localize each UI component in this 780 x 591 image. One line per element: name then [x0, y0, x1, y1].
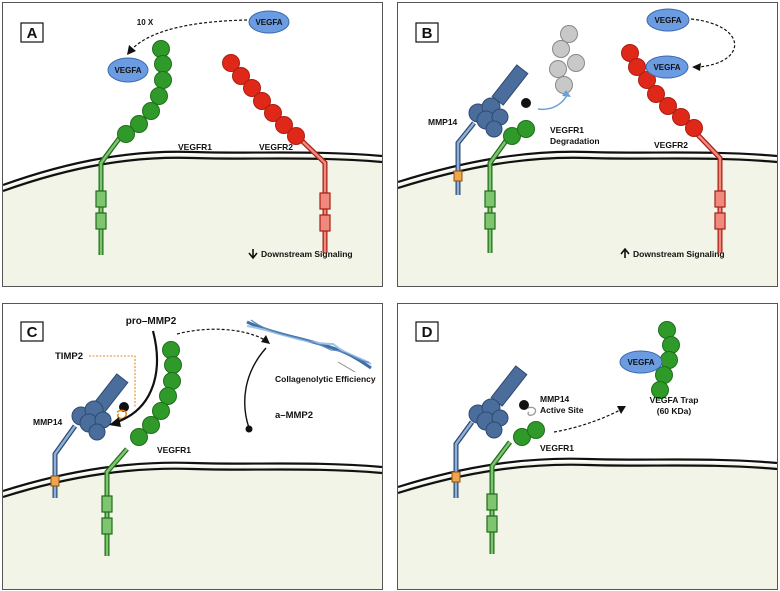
- mmp14-protein: [50, 373, 129, 498]
- vegfr1-domains: [130, 341, 182, 446]
- pro-mmp2-label: pro–MMP2: [126, 316, 177, 327]
- vegfa-bound-label: VEGFA: [653, 63, 680, 72]
- collagen-label: Collagenolytic Efficiency: [275, 374, 376, 384]
- a-mmp2-label: a–MMP2: [275, 410, 313, 421]
- a-mmp2-dot: [245, 425, 253, 433]
- panel-letter: D: [422, 324, 433, 341]
- panel-b: B MMP14 VEGFR1 Degradation: [397, 2, 778, 287]
- collagen-fiber-icon: [246, 319, 372, 370]
- vegfr2-label: VEGFR2: [654, 140, 688, 150]
- release-arrow: [553, 409, 621, 433]
- degradation-arrowhead: [562, 90, 571, 97]
- degradation-label-2: Degradation: [550, 136, 600, 146]
- active-site-label-2: Active Site: [540, 405, 584, 415]
- vegfa-label: VEGFA: [627, 358, 654, 367]
- vegfr2-label: VEGFR2: [259, 142, 293, 152]
- degraded-fragments: [549, 25, 585, 94]
- activation-arrowhead: [261, 335, 270, 344]
- vegfa-free-ellipse: [646, 8, 690, 32]
- vegfr2-receptor: [696, 133, 726, 253]
- vegfa-free-ellipse: [248, 10, 290, 34]
- binding-arrowhead: [692, 63, 701, 71]
- down-arrow-icon: [248, 249, 258, 260]
- membrane-outer-line: [398, 457, 777, 489]
- pro-mmp2-arrowhead: [109, 417, 121, 427]
- binding-arrow: [130, 19, 248, 51]
- vegfr1-receptor: [101, 447, 129, 556]
- binding-arrowhead: [127, 45, 136, 55]
- a-mmp2-pointer: [244, 347, 267, 429]
- binding-arrow: [690, 18, 736, 68]
- vegfa-free-label: VEGFA: [255, 18, 282, 27]
- vegfa-free-label: VEGFA: [654, 16, 681, 25]
- vegfr2-domains: [621, 44, 703, 137]
- mmp14-protein: [453, 64, 531, 195]
- vegfa-ellipse: [619, 350, 663, 374]
- membrane-inner-line: [3, 467, 382, 499]
- up-arrow-icon: [620, 247, 630, 258]
- release-arrowhead: [617, 406, 626, 414]
- vegfr1-domains: [117, 40, 172, 143]
- pro-mmp2-arrow: [116, 330, 159, 424]
- vegfr1-receptor: [95, 134, 124, 255]
- panel-d: D MMP14 Active Site VEGFR1 VEGFA VEGF: [397, 303, 778, 590]
- cell-interior: [398, 154, 777, 286]
- panel-letter-box: [415, 22, 439, 43]
- affinity-label: 10 X: [137, 18, 154, 27]
- timp2-label: TIMP2: [55, 351, 83, 362]
- timp2-connector: [89, 355, 136, 407]
- activation-arrow: [176, 328, 266, 341]
- panel-letter: B: [422, 25, 433, 42]
- mmp14-protein: [451, 365, 537, 498]
- vegfr1-label: VEGFR1: [540, 443, 574, 453]
- vegfa-trap-domains: [651, 321, 680, 399]
- panel-letter: C: [27, 324, 38, 341]
- vegfa-bound-ellipse: [645, 55, 689, 79]
- panel-b-diagram: B MMP14 VEGFR1 Degradation: [398, 8, 777, 286]
- trap-label-2: (60 KDa): [657, 406, 692, 416]
- vegfr1-truncated: [486, 421, 545, 554]
- vegfa-bound-label: VEGFA: [114, 66, 141, 75]
- panel-d-diagram: D MMP14 Active Site VEGFR1 VEGFA VEGF: [398, 321, 777, 589]
- panel-a-diagram: A VEGFA VEGFA 10 X VEGFR1 VEGFR: [3, 10, 382, 286]
- cell-interior: [3, 465, 382, 589]
- panel-letter-box: [415, 321, 439, 342]
- mmp14-label: MMP14: [33, 417, 63, 427]
- vegfr1-truncated: [484, 120, 535, 253]
- vegfr1-label: VEGFR1: [178, 142, 212, 152]
- degradation-label-1: VEGFR1: [550, 125, 584, 135]
- panel-letter-box: [20, 321, 44, 342]
- membrane-outer-line: [3, 461, 382, 493]
- vegfr2-receptor: [297, 136, 331, 253]
- active-site-label-1: MMP14: [540, 394, 570, 404]
- panel-c: C MMP14 TIMP2 pro–MMP2 VEGFR1: [2, 303, 383, 590]
- vegfr1-label: VEGFR1: [157, 445, 191, 455]
- mmp14-label: MMP14: [428, 117, 458, 127]
- collagen-pointer: [337, 361, 356, 373]
- trap-label-1: VEGFA Trap: [650, 395, 699, 405]
- panel-letter: A: [27, 25, 38, 42]
- vegfr2-domains: [222, 54, 305, 145]
- vegfa-bound-ellipse: [107, 57, 149, 83]
- membrane-outer-line: [3, 150, 382, 187]
- panel-letter-box: [20, 22, 44, 43]
- panel-a: A VEGFA VEGFA 10 X VEGFR1 VEGFR: [2, 2, 383, 287]
- signaling-label: Downstream Signaling: [633, 249, 725, 259]
- cell-interior: [3, 154, 382, 286]
- signaling-label: Downstream Signaling: [261, 249, 353, 259]
- panel-c-diagram: C MMP14 TIMP2 pro–MMP2 VEGFR1: [3, 316, 382, 589]
